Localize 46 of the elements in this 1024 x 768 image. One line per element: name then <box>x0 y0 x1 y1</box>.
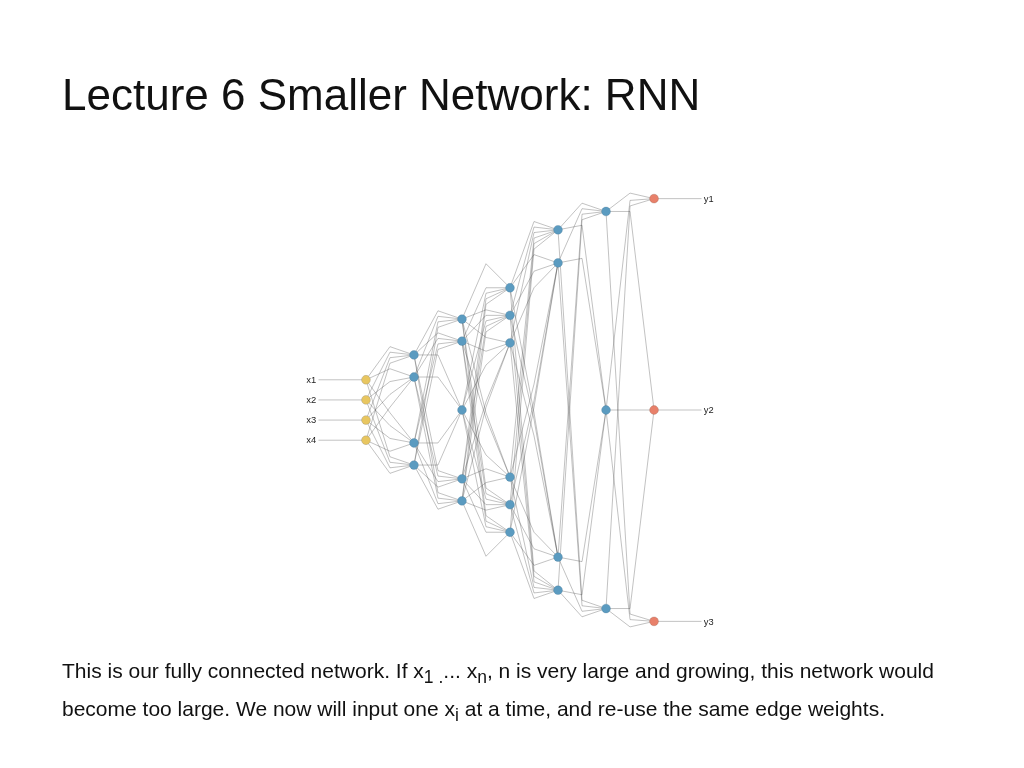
node-circle <box>505 283 515 293</box>
node-circle <box>505 500 515 510</box>
node-circle <box>553 258 563 268</box>
node-text: x4 <box>306 434 317 446</box>
node-circle <box>649 616 659 626</box>
node-circle <box>505 310 515 320</box>
caption-text: This is our fully connected network. If x$_{1 .}$... x$_{n}$, n is very large and growing, this network would become too large. We now will input one x$_{i}$ at a time, and re-use the same edge weights. <box>62 658 935 728</box>
node-circle <box>457 496 467 506</box>
node-circle <box>457 336 467 346</box>
node-text: x1 <box>306 374 317 385</box>
node-circle <box>409 438 419 448</box>
node-circle <box>553 225 563 235</box>
node-circle <box>409 350 419 360</box>
node-circle <box>505 527 515 537</box>
node-circle <box>553 552 563 562</box>
node-text: x2 <box>306 394 317 406</box>
connector <box>413 319 462 465</box>
node-text: y1 <box>703 193 714 204</box>
node-circle <box>409 372 419 382</box>
node-circle <box>409 460 419 470</box>
node-circle <box>505 472 515 482</box>
node-circle <box>649 194 659 204</box>
node-circle <box>553 585 563 595</box>
node-circle <box>457 314 467 324</box>
node-text: y2 <box>703 404 714 416</box>
node-circle <box>457 405 467 415</box>
node-circle <box>361 375 371 385</box>
node-circle <box>361 435 371 445</box>
node-circle <box>361 395 371 405</box>
node-text: y3 <box>703 615 714 627</box>
connector <box>413 355 462 501</box>
connector <box>413 341 462 465</box>
node-circle <box>601 206 611 216</box>
node-circle <box>361 415 371 425</box>
slide-title: Lecture 6 Smaller Network: RNN <box>62 70 701 120</box>
node-circle <box>601 604 611 614</box>
node-circle <box>457 474 467 484</box>
node-circle <box>601 405 611 415</box>
node-circle <box>505 338 515 348</box>
connector <box>413 318 462 443</box>
connector <box>413 377 462 479</box>
node-text: x3 <box>306 414 317 426</box>
connector <box>413 341 462 443</box>
node-circle <box>649 405 659 415</box>
connector <box>413 355 462 479</box>
connector <box>413 377 462 502</box>
